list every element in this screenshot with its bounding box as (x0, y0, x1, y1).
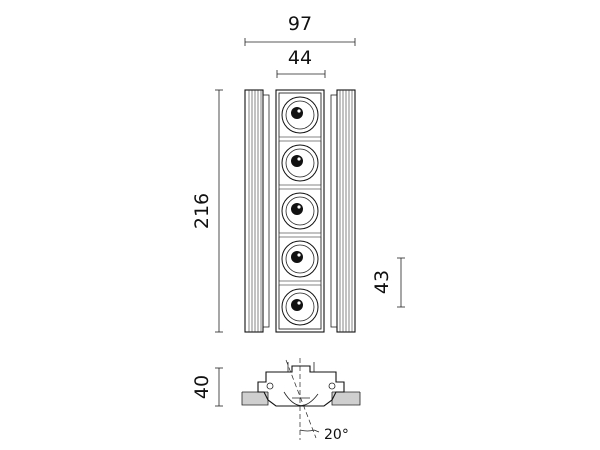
right-heatsink (330, 89, 356, 333)
lamp-module (278, 236, 322, 282)
fixture-section-view: 20° 40 (191, 358, 361, 443)
tilt-angle-arc (299, 429, 315, 432)
fixture-plan-view (244, 89, 356, 333)
dimension-overall-width: 97 (244, 13, 356, 46)
lamp-led (291, 107, 303, 119)
inner-width-label: 44 (288, 47, 312, 69)
section-lamp-head (283, 391, 319, 406)
lamp-reflector-inner (285, 100, 315, 130)
tilt-axis (285, 359, 317, 439)
lamp-reflector-inner (285, 292, 315, 322)
left-heatsink (244, 89, 270, 333)
fixing-screw-left (266, 382, 274, 390)
lamp-led-highlight (297, 157, 301, 161)
overall-height-label: 216 (191, 193, 213, 229)
lamp-led-highlight (297, 253, 301, 257)
section-height-label: 40 (191, 375, 213, 399)
lamp-module (278, 92, 322, 138)
ceiling-right (331, 392, 361, 406)
lamp-cell (278, 188, 322, 234)
ceiling-left (241, 392, 269, 406)
lamp-reflector-inner (285, 148, 315, 178)
lamp-cell (278, 140, 322, 186)
lamp-reflector-inner (285, 244, 315, 274)
lamp-led (291, 203, 303, 215)
lamp-led (291, 299, 303, 311)
lamp-led-highlight (297, 109, 301, 113)
lamp-cell (278, 236, 322, 282)
dimension-module-pitch: 43 (371, 257, 405, 308)
lamp-module (278, 140, 322, 186)
lamp-led (291, 155, 303, 167)
lamp-module (278, 284, 322, 330)
section-housing (257, 365, 345, 407)
center-frame (275, 89, 325, 333)
tilt-angle-label: 20° (324, 427, 349, 443)
lamp-module-group (278, 92, 322, 330)
lamp-led-highlight (297, 205, 301, 209)
lamp-module (278, 188, 322, 234)
overall-width-label: 97 (288, 13, 312, 35)
fixing-screw-right (328, 382, 336, 390)
lamp-cell (278, 284, 322, 330)
dimension-inner-width: 44 (276, 47, 326, 78)
lamp-cell (278, 92, 322, 138)
lamp-reflector-inner (285, 196, 315, 226)
dimension-overall-height: 216 (191, 89, 223, 333)
module-pitch-label: 43 (371, 270, 393, 294)
lamp-led (291, 251, 303, 263)
lamp-led-highlight (297, 301, 301, 305)
